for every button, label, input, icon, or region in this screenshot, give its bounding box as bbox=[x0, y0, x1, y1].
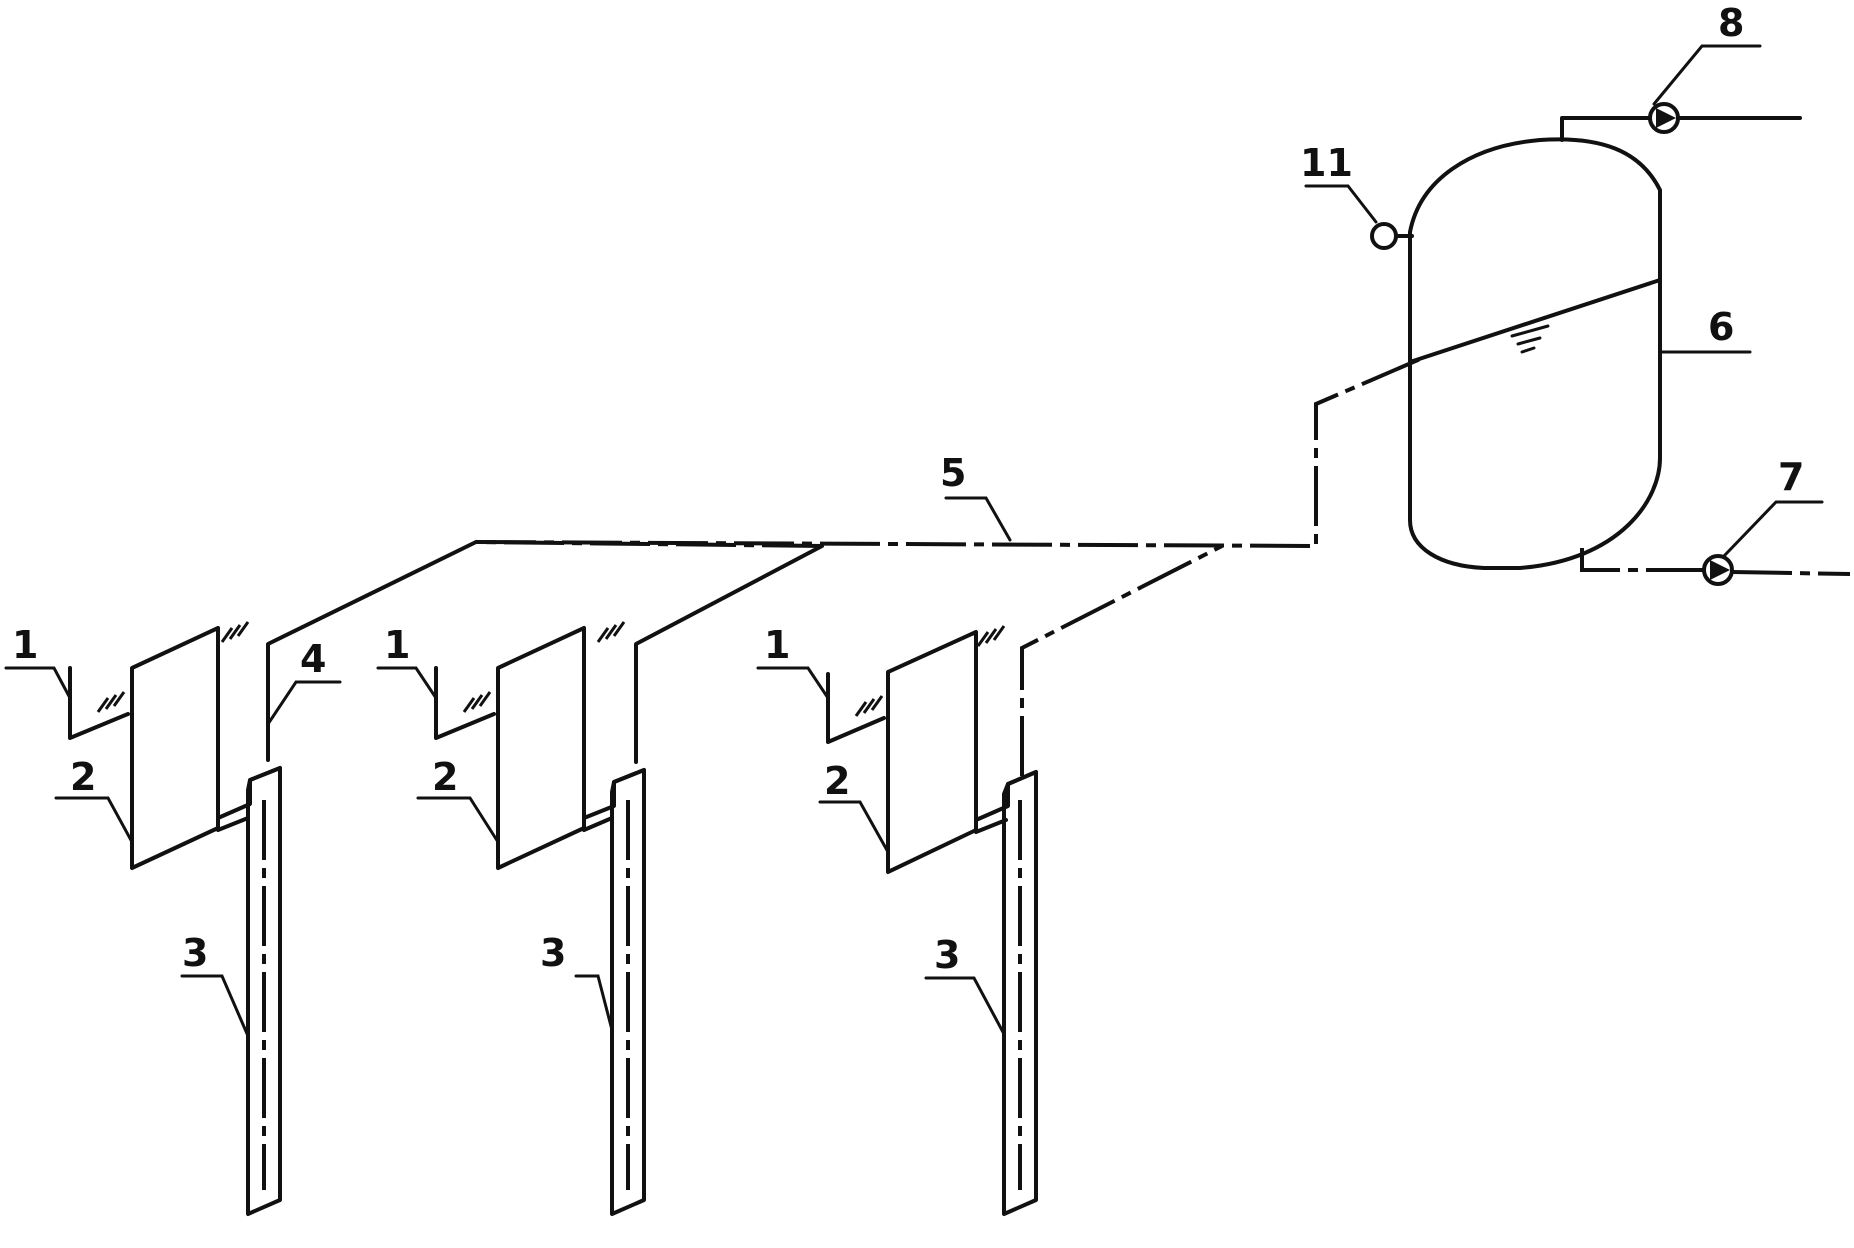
header-pipe-5 bbox=[475, 358, 1419, 549]
unit-middle bbox=[434, 544, 824, 1216]
unit-right-connector-lower bbox=[974, 818, 1008, 834]
pump-7-circle bbox=[1702, 554, 1734, 586]
label-8: 8 bbox=[1718, 1, 1744, 45]
instrument-11 bbox=[1304, 184, 1414, 250]
unit-right-hatch bbox=[854, 695, 884, 717]
label-3-right: 3 bbox=[934, 933, 960, 977]
unit-right-riser bbox=[1020, 544, 1223, 776]
vessel-inlet bbox=[1408, 358, 1420, 364]
unit-left-connector-lower bbox=[216, 816, 250, 832]
unit-middle-pipe-3 bbox=[610, 768, 646, 1216]
pump-8 bbox=[1560, 44, 1802, 142]
label-3-middle: 3 bbox=[540, 931, 566, 975]
pump-7-pipe bbox=[1580, 548, 1704, 572]
label-1-middle: 1 bbox=[384, 623, 410, 667]
unit-left-frame-1 bbox=[68, 666, 130, 740]
unit-middle-connector-lower bbox=[582, 816, 614, 832]
vessel-liquid-level bbox=[1408, 278, 1662, 364]
pump-8-pipe bbox=[1560, 116, 1652, 142]
vessel-6 bbox=[1408, 137, 1662, 570]
pump-8-triangle bbox=[1656, 108, 1676, 128]
label-1-left: 1 bbox=[12, 623, 38, 667]
unit-right bbox=[826, 544, 1223, 1216]
label-2-left: 2 bbox=[70, 755, 96, 799]
pump-7-triangle bbox=[1710, 560, 1730, 580]
unit-middle-frame-1 bbox=[434, 666, 496, 740]
vessel-body bbox=[1408, 137, 1662, 570]
label-4-left: 4 bbox=[300, 637, 326, 681]
unit-middle-riser bbox=[634, 544, 824, 764]
label-7: 7 bbox=[1778, 455, 1804, 499]
level-symbol bbox=[1510, 324, 1550, 354]
pump-7 bbox=[1580, 500, 1851, 586]
unit-left-pipe-3 bbox=[246, 766, 282, 1216]
unit-right-hatch-top bbox=[976, 625, 1006, 647]
instrument-11-circle bbox=[1370, 222, 1398, 250]
unit-middle-box-2 bbox=[496, 626, 586, 870]
unit-left-hatch bbox=[96, 691, 126, 713]
unit-right-box-2 bbox=[886, 630, 978, 874]
unit-left-hatch-top bbox=[220, 621, 250, 643]
label-11: 11 bbox=[1300, 141, 1353, 185]
unit-middle-hatch bbox=[462, 691, 492, 713]
unit-middle-hatch-top bbox=[596, 621, 626, 643]
unit-right-pipe-3 bbox=[1002, 770, 1038, 1216]
labels: 1 2 3 4 1 2 3 1 2 3 5 6 7 8 11 bbox=[12, 1, 1804, 977]
label-1-right: 1 bbox=[764, 623, 790, 667]
unit-left-box-2 bbox=[130, 626, 220, 870]
label-2-right: 2 bbox=[824, 759, 850, 803]
label-6: 6 bbox=[1708, 305, 1734, 349]
leader-lines bbox=[4, 350, 1752, 1038]
unit-right-frame-1 bbox=[826, 672, 886, 744]
unit-left bbox=[68, 540, 478, 1216]
label-5: 5 bbox=[940, 451, 966, 495]
label-2-middle: 2 bbox=[432, 755, 458, 799]
pump-7-outlet bbox=[1731, 570, 1851, 576]
label-3-left: 3 bbox=[182, 931, 208, 975]
